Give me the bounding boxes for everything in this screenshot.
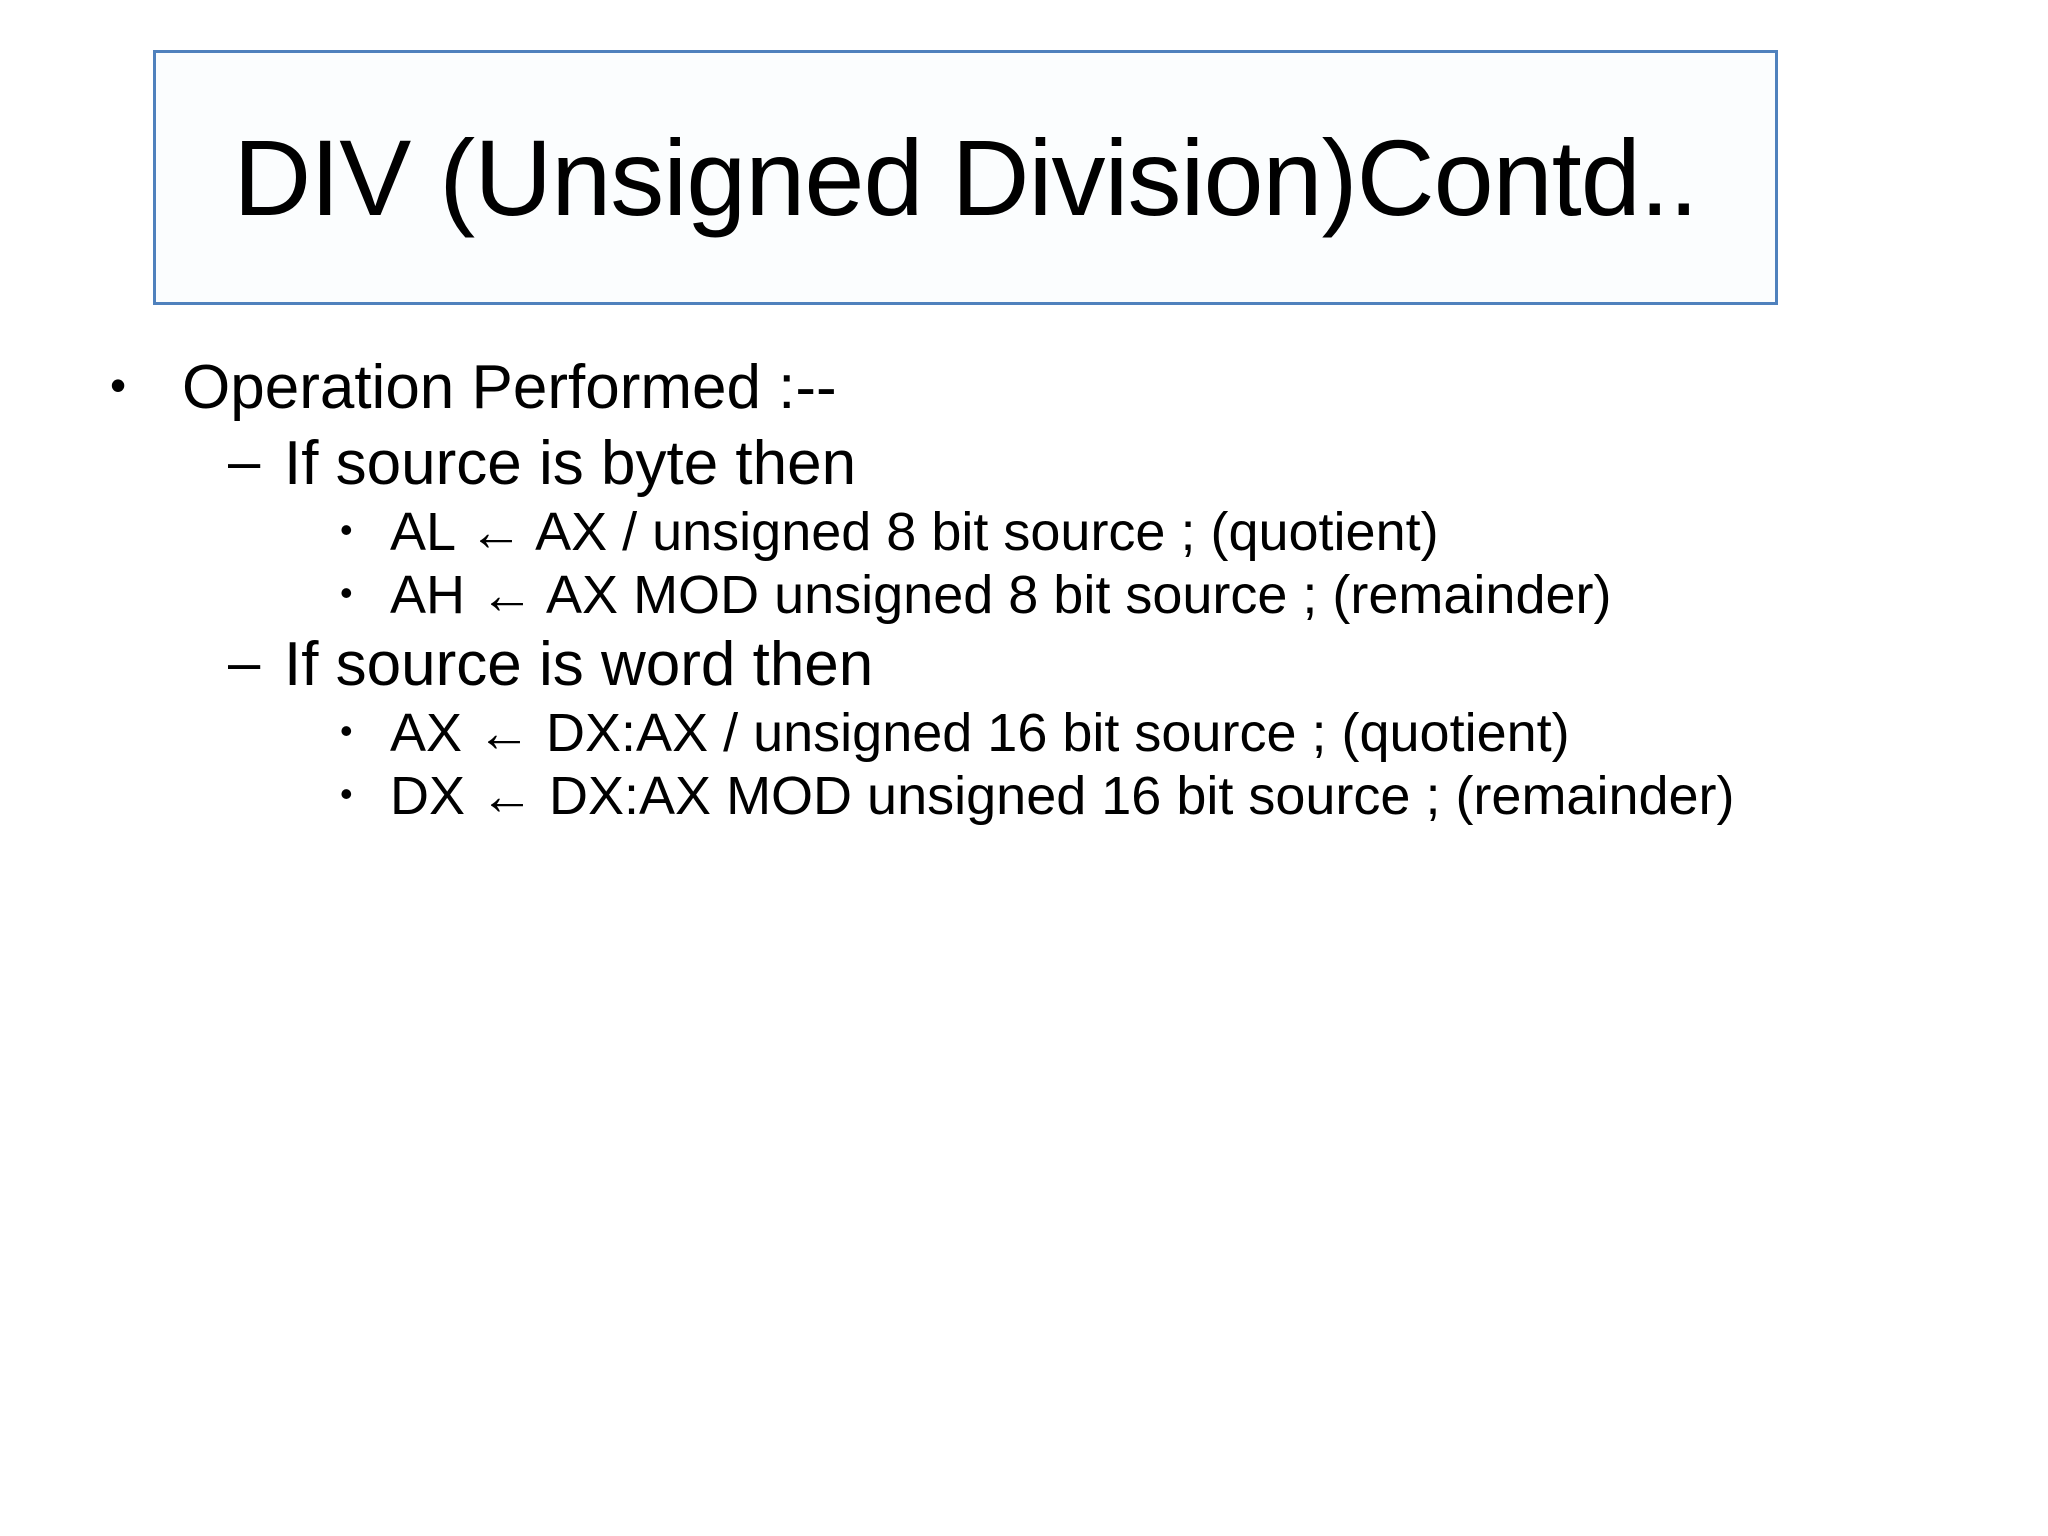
bullet-level2-label: If source is word then [284, 629, 874, 699]
page-title: DIV (Unsigned Division)Contd.. [233, 116, 1699, 238]
slide-title-box: DIV (Unsigned Division)Contd.. [153, 50, 1778, 305]
bullet-level3-dx-remainder: • DX ← DX:AX MOD unsigned 16 bit source … [340, 766, 1990, 828]
bullet-level2-if-source-is-byte: – If source is byte then [228, 428, 1990, 500]
bullet-level3-ah-remainder: • AH ← AX MOD unsigned 8 bit source ; (r… [340, 565, 1990, 627]
bullet-level2-if-source-is-word: – If source is word then [228, 629, 1990, 701]
bullet-level2-label: If source is byte then [284, 428, 857, 498]
bullet-level1-label: Operation Performed :-- [182, 353, 837, 422]
bullet-level3-ax-quotient: • AX ← DX:AX / unsigned 16 bit source ; … [340, 703, 1990, 765]
bullet-level3-label: AL ← AX / unsigned 8 bit source ; (quoti… [390, 501, 1439, 562]
dash-icon: – [228, 428, 261, 494]
bullet-dot-icon: • [340, 508, 353, 550]
bullet-level3-label: AX ← DX:AX / unsigned 16 bit source ; (q… [390, 702, 1570, 763]
bullet-level1-operation-performed: • Operation Performed :-- [110, 352, 1990, 424]
dash-icon: – [228, 629, 261, 695]
bullet-dot-icon: • [340, 572, 353, 614]
bullet-level3-al-quotient: • AL ← AX / unsigned 8 bit source ; (quo… [340, 502, 1990, 564]
bullet-dot-icon: • [110, 359, 127, 411]
bullet-dot-icon: • [340, 773, 353, 815]
bullet-level3-label: DX ← DX:AX MOD unsigned 16 bit source ; … [390, 766, 1735, 827]
slide-body: • Operation Performed :-- – If source is… [110, 352, 1990, 830]
bullet-dot-icon: • [340, 709, 353, 751]
bullet-level3-label: AH ← AX MOD unsigned 8 bit source ; (rem… [390, 565, 1612, 626]
